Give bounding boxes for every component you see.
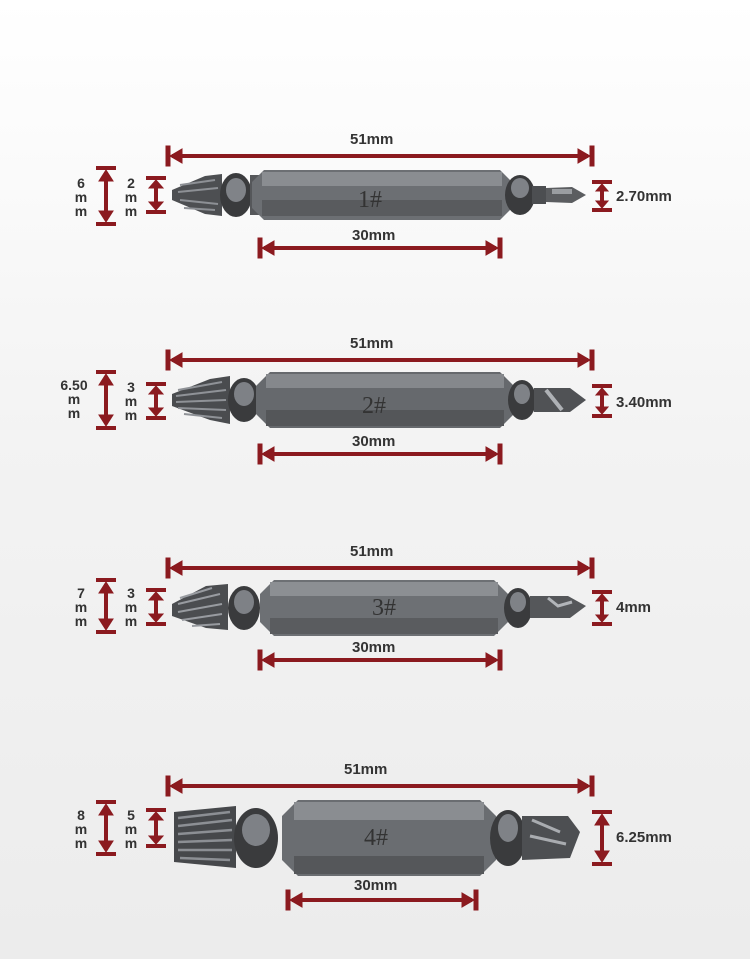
bit-number-label: 4# (364, 825, 388, 851)
tip-diameter-label: 2.70mm (616, 188, 672, 205)
bit-drawing-2 (96, 349, 612, 465)
bit-number-label: 2# (362, 393, 386, 419)
tip-diameter-dimension (592, 180, 612, 212)
total-length-label: 51mm (350, 131, 394, 148)
bit-drawing-1 (96, 145, 612, 259)
inner-diameter-dimension (146, 382, 166, 420)
inner-diameter-dimension (146, 176, 166, 214)
bit-number-label: 1# (358, 187, 382, 213)
outer-diameter-dimension (96, 578, 116, 634)
total-length-label: 51mm (350, 335, 394, 352)
hex-length-dimension (285, 889, 479, 911)
inner-diameter-dimension (146, 808, 166, 848)
drill-bit-2 (172, 372, 586, 428)
outer-diameter-dimension (96, 370, 116, 430)
total-length-dimension (165, 349, 595, 371)
hex-length-label: 30mm (352, 227, 396, 244)
total-length-dimension (165, 557, 595, 579)
tip-diameter-label: 3.40mm (616, 394, 672, 411)
tip-diameter-dimension (592, 590, 612, 626)
outer-diameter-dimension (96, 166, 116, 226)
bit-number-label: 3# (372, 595, 396, 621)
bit-drawing-4 (96, 775, 612, 911)
hex-length-dimension (257, 649, 503, 671)
hex-length-label: 30mm (354, 877, 398, 894)
drill-bit-1 (172, 170, 586, 220)
tip-diameter-dimension (592, 810, 612, 866)
inner-diameter-dimension (146, 588, 166, 626)
hex-length-label: 30mm (352, 433, 396, 450)
tip-diameter-dimension (592, 384, 612, 418)
hex-length-dimension (257, 237, 503, 259)
tip-diameter-label: 6.25mm (616, 829, 672, 846)
outer-diameter-dimension (96, 800, 116, 856)
tip-diameter-label: 4mm (616, 599, 652, 616)
drill-bit-3 (172, 580, 586, 636)
total-length-label: 51mm (344, 761, 388, 778)
total-length-dimension (165, 145, 595, 167)
hex-length-label: 30mm (352, 639, 396, 656)
total-length-label: 51mm (350, 543, 394, 560)
bit-drawing-3 (96, 557, 612, 671)
drill-bit-4 (174, 800, 580, 876)
total-length-dimension (165, 775, 595, 797)
hex-length-dimension (257, 443, 503, 465)
